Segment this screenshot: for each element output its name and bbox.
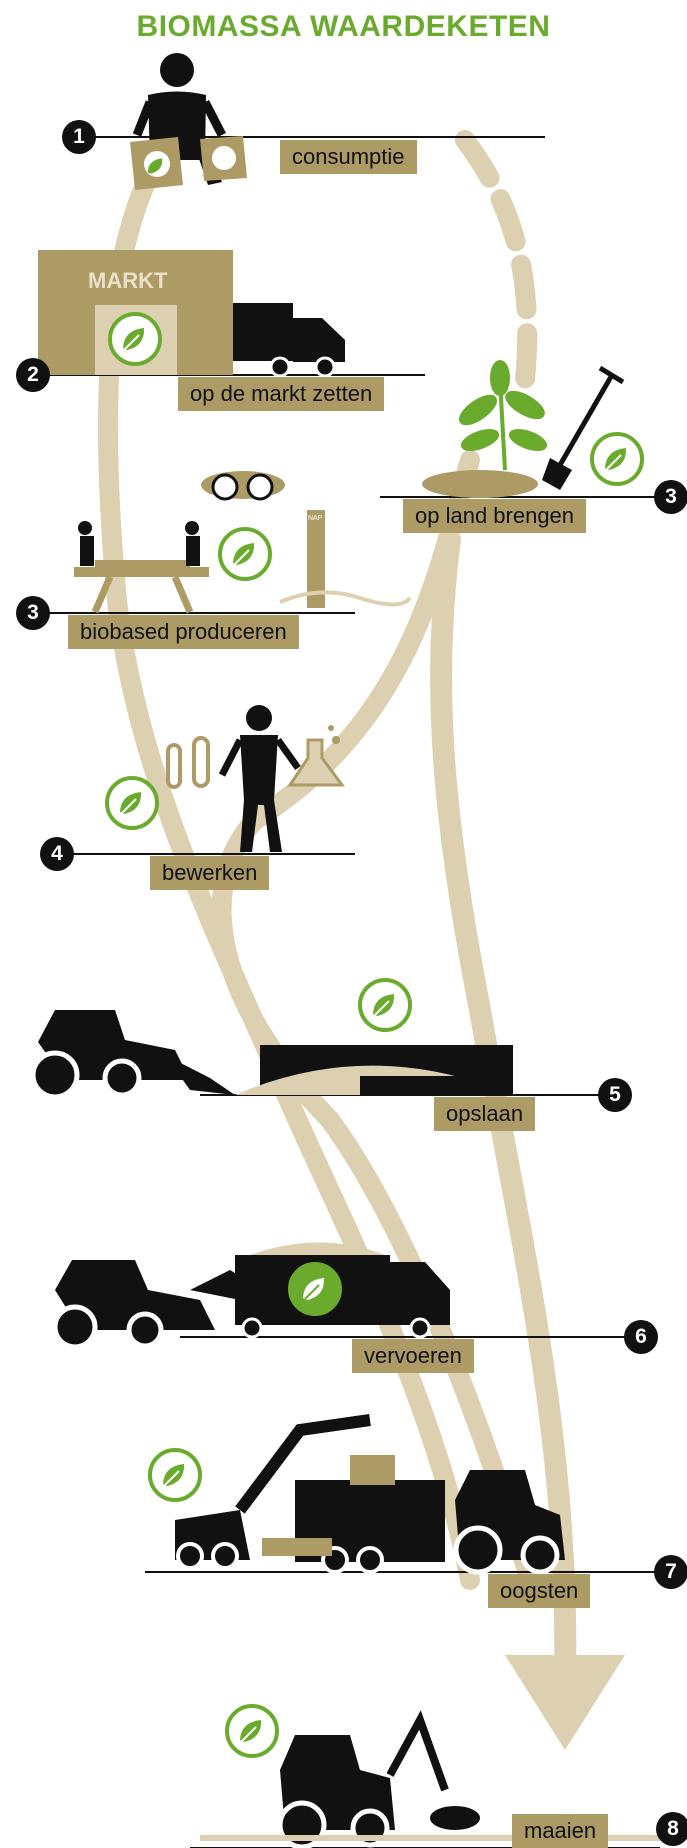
arrowhead (505, 1655, 625, 1750)
mower-tractor-icon (280, 1720, 480, 1847)
tractor-loader-icon (33, 1010, 235, 1097)
page-title: BIOMASSA WAARDEKETEN (0, 10, 687, 44)
leaf-badge-icon (288, 1262, 342, 1316)
step-label-maaien: maaien (512, 1814, 608, 1848)
leaf-badge-icon (358, 978, 412, 1032)
scientist-icon (222, 705, 298, 852)
step-number-badge: 2 (16, 358, 50, 392)
gauge-nap-text: NAP (308, 515, 323, 522)
step-number-badge: 5 (598, 1078, 632, 1112)
step-number-badge: 3 (654, 480, 687, 514)
step-label-op-land-brengen: op land brengen (403, 499, 586, 533)
storage-pile-icon (235, 1045, 513, 1095)
truck-icon (233, 303, 345, 376)
step-label-vervoeren: vervoeren (352, 1339, 474, 1373)
market-sign-text: MARKT (88, 268, 168, 293)
picnic-table-icon (74, 521, 209, 612)
step-number-badge: 4 (40, 837, 74, 871)
step-label-consumptie: consumptie (280, 140, 417, 174)
leaf-badge-icon (590, 432, 644, 486)
test-tube-icon (168, 738, 208, 787)
leaf-badge-icon (140, 150, 172, 182)
step-number-badge: 8 (656, 1812, 687, 1846)
leaf-badge-icon (105, 776, 159, 830)
soil-mound (422, 470, 538, 498)
step-label-biobased-produceren: biobased produceren (68, 615, 299, 649)
dashed-return-arrow (465, 140, 527, 380)
step-label-opslaan: opslaan (434, 1097, 535, 1131)
step-number-badge: 7 (654, 1555, 687, 1589)
leaf-badge-icon (218, 527, 272, 581)
leaf-badge-icon (108, 312, 162, 366)
sandbags-icon (201, 471, 285, 499)
step-label-bewerken: bewerken (150, 856, 269, 890)
step-number-badge: 1 (62, 120, 96, 154)
leaf-badge-icon (225, 1704, 279, 1758)
step-label-oogsten: oogsten (488, 1574, 590, 1608)
water-gauge-icon (280, 510, 410, 608)
step-number-badge: 6 (624, 1320, 658, 1354)
step-label-op-de-markt-zetten: op de markt zetten (178, 377, 384, 411)
step-number-badge: 3 (16, 596, 50, 630)
tractor-icon (55, 1260, 255, 1347)
leaf-badge-icon (148, 1448, 202, 1502)
